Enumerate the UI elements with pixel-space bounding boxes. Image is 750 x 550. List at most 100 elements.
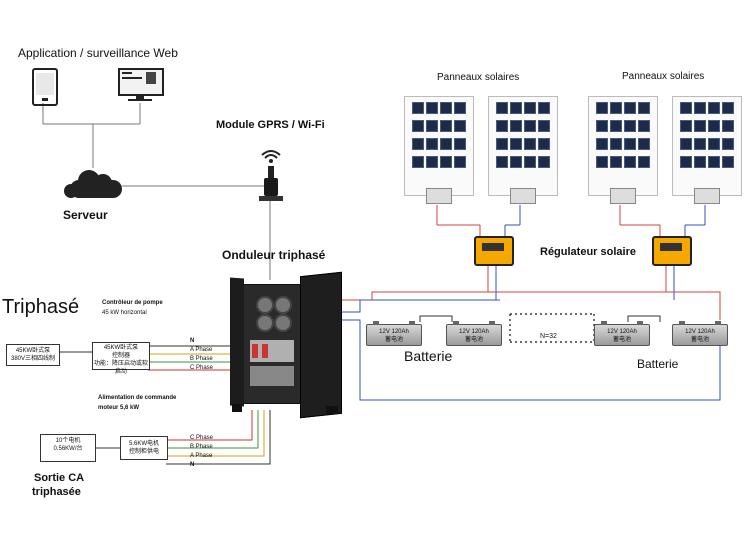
- pv-cell: [496, 120, 508, 132]
- fan-icon: [274, 314, 292, 332]
- pump-controller-label-2: 45 kW horizontal: [102, 310, 147, 316]
- pv-cell: [708, 102, 720, 114]
- dc-bus: [340, 291, 721, 401]
- pv-cell: [610, 138, 622, 150]
- pv-cell: [538, 120, 550, 132]
- pv-cell: [638, 156, 650, 168]
- motor-supply-label-2: moteur 5,6 kW: [98, 405, 140, 411]
- pv-cell: [722, 120, 734, 132]
- phase-b-upper: B Phase: [190, 356, 213, 362]
- fan-icon: [274, 296, 292, 314]
- desktop-monitor-icon: [118, 68, 164, 102]
- pv-cell: [496, 156, 508, 168]
- wifi-signal-icon: [260, 149, 282, 163]
- three-phase-label: Triphasé: [2, 296, 80, 318]
- pv-cell: [624, 138, 636, 150]
- combiner-box: [510, 188, 536, 204]
- pv-cell: [708, 138, 720, 150]
- pv-cell: [538, 138, 550, 150]
- pv-cell: [496, 102, 508, 114]
- pump-controller-label-1: Contrôleur de pompe: [102, 300, 163, 306]
- pv-cell: [412, 120, 424, 132]
- ac-output-label-1: Sortie CA: [34, 472, 85, 484]
- pv-cell: [638, 120, 650, 132]
- three-phase-inverter-cabinet: [230, 271, 342, 420]
- solar-regulator-left: [474, 236, 514, 266]
- pv-cell: [624, 102, 636, 114]
- pv-cell: [524, 120, 536, 132]
- motor-supply-label-1: Alimentation de commande: [98, 395, 177, 401]
- pv-cell: [510, 120, 522, 132]
- phase-a-lower: A Phase: [190, 453, 213, 459]
- combiner-box: [610, 188, 636, 204]
- pv-cell: [510, 138, 522, 150]
- pv-cell: [596, 102, 608, 114]
- fan-icon: [256, 296, 274, 314]
- pv-cell: [510, 102, 522, 114]
- pv-cell: [694, 120, 706, 132]
- pv-cell: [440, 120, 452, 132]
- pv-cell: [680, 138, 692, 150]
- battery-count-label: N=32: [540, 333, 557, 340]
- pv-cell: [610, 156, 622, 168]
- panels-left-label: Panneaux solaires: [437, 72, 520, 83]
- smartphone-icon: [32, 68, 58, 106]
- pv-cell: [454, 156, 466, 168]
- phase-n-lower: N: [190, 462, 195, 468]
- phase-a-upper: A Phase: [190, 347, 213, 353]
- phase-c-lower: C Phase: [190, 435, 214, 441]
- battery-left-label: Batterie: [404, 348, 453, 364]
- pv-cell: [510, 156, 522, 168]
- ac-output-label-2: triphasée: [32, 486, 81, 498]
- combiner-box: [694, 188, 720, 204]
- phase-n-upper: N: [190, 338, 195, 344]
- cloud-server-icon: [62, 168, 124, 200]
- pv-cell: [610, 120, 622, 132]
- pv-cell: [440, 102, 452, 114]
- regulator-dc-links: [487, 266, 675, 300]
- pv-dc-links-right: [619, 205, 706, 236]
- pv-cell: [426, 102, 438, 114]
- pump-controller-box: 45KW卧式泵控制器功能：降压启动或软启动: [92, 342, 150, 375]
- pv-cell: [454, 120, 466, 132]
- pv-cell: [454, 138, 466, 150]
- pv-cell: [496, 138, 508, 150]
- pv-cell: [708, 120, 720, 132]
- network-links: [42, 103, 271, 280]
- combiner-box: [426, 188, 452, 204]
- pv-cell: [680, 156, 692, 168]
- pv-cell: [596, 120, 608, 132]
- pv-cell: [722, 156, 734, 168]
- pv-dc-links-left: [436, 205, 521, 236]
- pv-cell: [524, 138, 536, 150]
- battery-series-dashes: [509, 313, 595, 343]
- pv-cell: [440, 138, 452, 150]
- inverter-label: Onduleur triphasé: [222, 248, 326, 262]
- server-label: Serveur: [63, 208, 108, 222]
- fan-icon: [256, 314, 274, 332]
- phase-b-lower: B Phase: [190, 444, 213, 450]
- pv-cell: [412, 156, 424, 168]
- pv-cell: [440, 156, 452, 168]
- pv-cell: [694, 138, 706, 150]
- pv-cell: [426, 138, 438, 150]
- battery-links: [419, 315, 661, 322]
- pv-cell: [524, 102, 536, 114]
- pv-cell: [610, 102, 622, 114]
- pv-cell: [638, 102, 650, 114]
- pv-cell: [680, 102, 692, 114]
- phase-c-upper: C Phase: [190, 365, 214, 371]
- pv-cell: [426, 156, 438, 168]
- pv-cell: [624, 120, 636, 132]
- pv-cell: [694, 156, 706, 168]
- pv-cell: [708, 156, 720, 168]
- pv-cell: [638, 138, 650, 150]
- ac-output-lower: [94, 410, 271, 465]
- motor-controller-box: 5.6KW电机控制柜供电: [120, 436, 168, 460]
